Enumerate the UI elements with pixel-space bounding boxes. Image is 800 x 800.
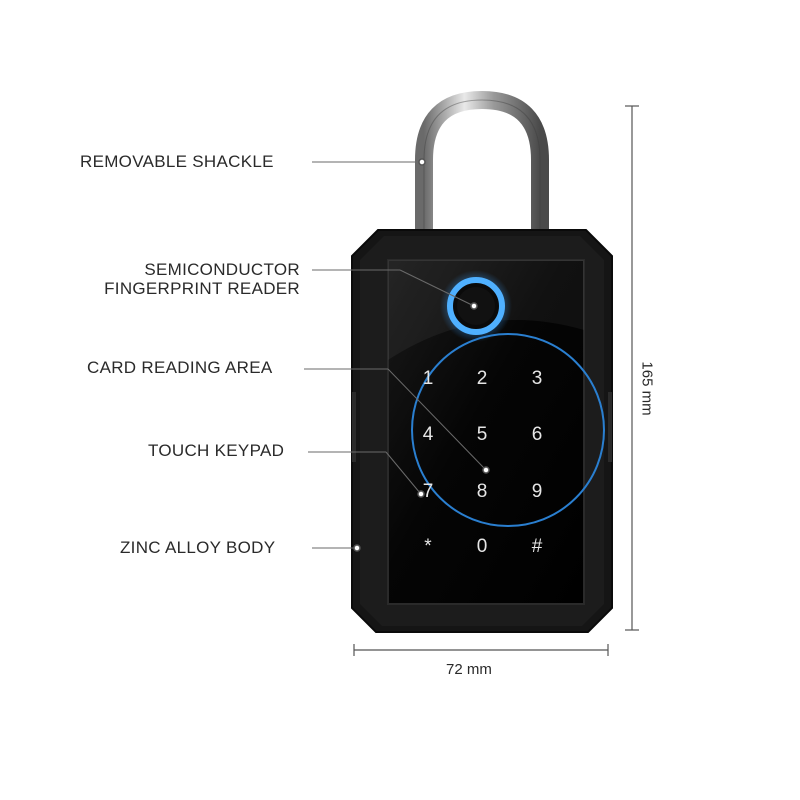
touch-keypad: 1 2 3 4 5 6 7 8 9 * 0 # <box>423 368 543 557</box>
keypad-key[interactable]: 2 <box>477 368 488 389</box>
label-card-reading-area: CARD READING AREA <box>87 358 273 377</box>
callout-dots <box>353 158 490 552</box>
removable-shackle <box>415 90 549 240</box>
callout-leaders <box>304 161 485 549</box>
keypad-key[interactable]: 5 <box>477 424 488 445</box>
keypad-key[interactable]: 7 <box>423 481 434 502</box>
width-dimension-line <box>353 644 609 656</box>
label-removable-shackle: REMOVABLE SHACKLE <box>80 152 274 171</box>
keypad-key[interactable]: 3 <box>532 368 543 389</box>
card-reading-area-circle <box>411 333 605 527</box>
label-zinc-alloy-body: ZINC ALLOY BODY <box>120 538 276 557</box>
height-dimension-line <box>625 105 639 631</box>
label-fingerprint-reader: SEMICONDUCTOR FINGERPRINT READER <box>104 260 300 298</box>
keypad-key[interactable]: * <box>424 536 432 557</box>
keypad-key[interactable]: 4 <box>423 424 434 445</box>
label-touch-keypad: TOUCH KEYPAD <box>148 441 285 460</box>
keypad-key[interactable]: 9 <box>532 481 543 502</box>
keypad-key[interactable]: 1 <box>423 368 434 389</box>
label-fingerprint-line2: FINGERPRINT READER <box>104 279 300 298</box>
keypad-key[interactable]: # <box>532 536 543 557</box>
width-dimension-label: 72 mm <box>446 661 492 678</box>
keypad-key[interactable]: 6 <box>532 424 543 445</box>
keypad-key[interactable]: 8 <box>477 481 488 502</box>
height-dimension-label: 165 mm <box>638 361 656 416</box>
zinc-alloy-body <box>351 229 613 633</box>
keypad-key[interactable]: 0 <box>477 536 488 557</box>
touch-screen-panel <box>387 259 585 605</box>
label-fingerprint-line1: SEMICONDUCTOR <box>144 260 300 279</box>
